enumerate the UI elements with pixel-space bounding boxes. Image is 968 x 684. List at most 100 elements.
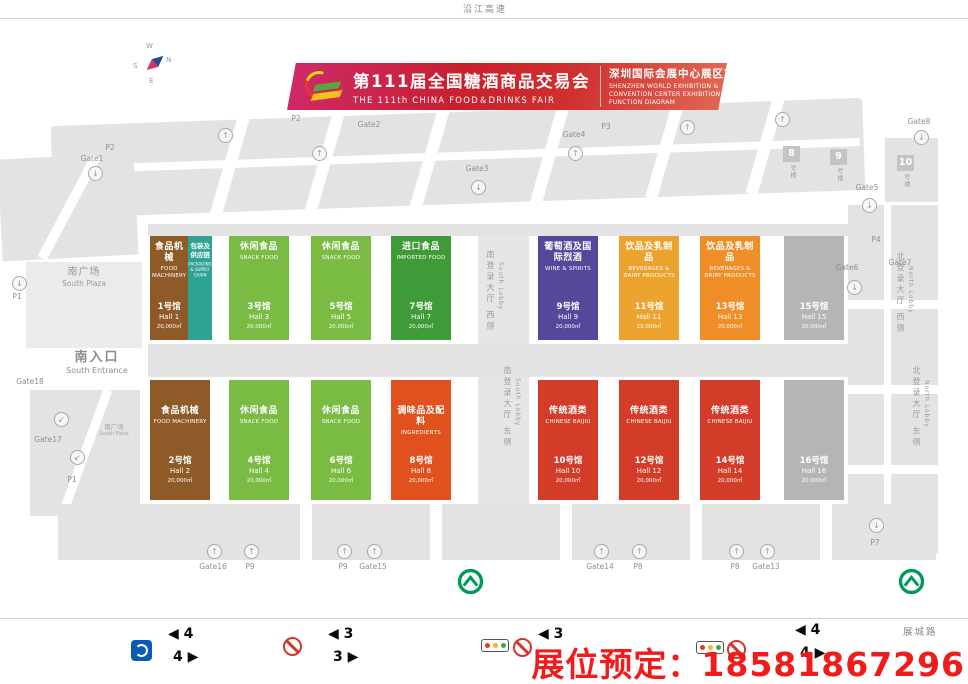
hall-block-hall-15: 15号馆 Hall 15 20,000㎡ (784, 236, 844, 340)
south-lobby-west-label: 南登录大厅 西侧 (486, 250, 495, 333)
hall-area: 20,000㎡ (246, 478, 272, 484)
hall-number-zh: 2号馆 (168, 456, 192, 466)
hall-category: 传统酒类 CHINESE BAIJIU (538, 406, 598, 426)
escalator-icon: ↓ (914, 130, 929, 145)
escalator-icon: ↑ (760, 544, 775, 559)
gate-label: Gate16 (199, 562, 227, 571)
south-entrance-zh: 南入口 (74, 350, 120, 365)
hall-main-zone: 传统酒类 CHINESE BAIJIU 14号馆 Hall 14 20,000㎡ (700, 380, 760, 500)
booking-phone-text: 展位预定：18581867296 (531, 645, 965, 684)
right-structure (848, 205, 938, 553)
venue-title-en: SHENZHEN WORLD EXHIBITION & CONVENTION C… (608, 82, 721, 107)
hall-block-hall-13: 饮品及乳制品 BEVERAGES & DAIRY PRODUCTS 13号馆 H… (700, 236, 760, 340)
hall-block-hall-12: 传统酒类 CHINESE BAIJIU 12号馆 Hall 12 20,000㎡ (619, 380, 679, 500)
fair-title-en: THE 111th CHINA FOOD＆DRINKS FAIR (353, 95, 556, 106)
hall-category-zh: 食品机械 (154, 242, 184, 263)
hall-main-zone: 休闲食品 SNACK FOOD 6号馆 Hall 6 20,000㎡ (311, 380, 371, 500)
hall-area: 20,000㎡ (555, 324, 581, 330)
building-label: 号楼 (789, 165, 796, 179)
hall-number-zh: 7号馆 (409, 302, 433, 312)
hall-category-zh: 饮品及乳制品 (706, 242, 754, 263)
hall-number-en: Hall 9 (557, 313, 579, 321)
road (848, 465, 938, 474)
south-lobby-strip (478, 224, 529, 544)
hall-number: 4号馆 Hall 4 20,000㎡ (229, 454, 289, 484)
hall-number-en: Hall 12 (636, 467, 662, 475)
compass-s: S (133, 62, 138, 70)
gate-label: Gate13 (752, 562, 780, 571)
building-number-block: 10 (897, 155, 914, 171)
hall-block-hall-14: 传统酒类 CHINESE BAIJIU 14号馆 Hall 14 20,000㎡ (700, 380, 760, 500)
hall-category: 休闲食品 SNACK FOOD (229, 242, 289, 262)
road (560, 504, 572, 560)
gate-label: Gate2 (357, 120, 381, 129)
south-plaza-small-label: 南广场 South Plaza (92, 421, 136, 437)
hall-area: 20,000㎡ (328, 324, 354, 330)
escalator-icon: ↓ (12, 276, 27, 291)
escalator-icon: ↙ (54, 412, 69, 427)
hall-number-zh: 4号馆 (247, 456, 271, 466)
metro-logo-icon (457, 568, 484, 599)
hall-main-zone: 食品机械 FOOD MACHINERY 2号馆 Hall 2 20,000㎡ (150, 380, 210, 500)
hall-number-en: Hall 14 (717, 467, 743, 475)
no-entry-sign-icon (283, 637, 302, 656)
north-lobby-east-label: 北登录大厅 东侧 (912, 366, 921, 449)
escalator-icon: ↑ (729, 544, 744, 559)
hall-number: 1号馆 Hall 1 20,000㎡ (150, 300, 188, 330)
hall-block-hall-4: 休闲食品 SNACK FOOD 4号馆 Hall 4 20,000㎡ (229, 380, 289, 500)
hall-category: 食品机械 FOOD MACHINERY (150, 242, 188, 280)
hall-number: 12号馆 Hall 12 20,000㎡ (619, 454, 679, 484)
hall-number: 11号馆 Hall 11 20,000㎡ (619, 300, 679, 330)
hall-number-en: Hall 2 (169, 467, 191, 475)
hall-number-en: Hall 15 (801, 313, 827, 321)
hall-area: 20,000㎡ (555, 478, 581, 484)
compass-e: E (149, 77, 154, 85)
hall-main-zone: 饮品及乳制品 BEVERAGES & DAIRY PRODUCTS 13号馆 H… (700, 236, 760, 340)
hall-area: 20,000㎡ (636, 324, 662, 330)
hall-area: 20,000㎡ (801, 324, 827, 330)
south-plaza-small-en: South Plaza (99, 431, 129, 437)
hall-number: 2号馆 Hall 2 20,000㎡ (150, 454, 210, 484)
hall-category-en: FOOD MACHINERY (152, 265, 187, 279)
compass-icon: W N S E (133, 42, 174, 90)
hall-main-zone: 休闲食品 SNACK FOOD 3号馆 Hall 3 20,000㎡ (229, 236, 289, 340)
south-plaza-en: South Plaza (62, 279, 106, 288)
lane-count-group: 44 (168, 626, 198, 665)
gate-label: Gate5 (855, 183, 879, 192)
parking-label: P4 (871, 235, 881, 244)
parking-label: P8 (730, 562, 740, 571)
hall-category: 传统酒类 CHINESE BAIJIU (619, 406, 679, 426)
road (884, 205, 891, 553)
no-entry-sign-icon (513, 638, 532, 657)
south-plaza-area (26, 262, 142, 348)
hall-block-hall-6: 休闲食品 SNACK FOOD 6号馆 Hall 6 20,000㎡ (311, 380, 371, 500)
hall-block-hall-5: 休闲食品 SNACK FOOD 5号馆 Hall 5 20,000㎡ (311, 236, 371, 340)
hall-sub-zone: 包装及供应链 PACKAGING & SUPPLY CHAIN (188, 236, 213, 340)
hall-number-en: Hall 4 (248, 467, 270, 475)
lane-count-group: 3 (538, 626, 564, 642)
hall-number-zh: 11号馆 (634, 302, 664, 312)
escalator-icon: ↓ (847, 280, 862, 295)
gate-label: Gate18 (16, 377, 44, 386)
hall-number-zh: 12号馆 (634, 456, 664, 466)
north-walkway (148, 224, 848, 236)
hall-category-zh: 葡萄酒及国际烈酒 (544, 242, 592, 263)
hall-number-en: Hall 16 (801, 467, 827, 475)
street-label: 展城路 (903, 627, 938, 638)
metro-logo-icon (898, 568, 925, 599)
hall-category-zh: 休闲食品 (239, 242, 278, 252)
escalator-icon: ↓ (862, 198, 877, 213)
escalator-icon: ↑ (594, 544, 609, 559)
escalator-icon: ↙ (70, 450, 85, 465)
escalator-icon: ↑ (337, 544, 352, 559)
escalator-icon: ↑ (218, 128, 233, 143)
hall-category-en: CHINESE BAIJIU (707, 418, 753, 425)
escalator-icon: ↑ (312, 146, 327, 161)
hall-number-zh: 8号馆 (409, 456, 433, 466)
hall-block-hall-10: 传统酒类 CHINESE BAIJIU 10号馆 Hall 10 20,000㎡ (538, 380, 598, 500)
hall-area: 20,000㎡ (636, 478, 662, 484)
escalator-icon: ↑ (568, 146, 583, 161)
hall-main-zone: 食品机械 FOOD MACHINERY 1号馆 Hall 1 20,000㎡ (150, 236, 189, 340)
no-entry-sign-icon (727, 640, 746, 659)
hall-number-zh: 16号馆 (799, 456, 829, 466)
